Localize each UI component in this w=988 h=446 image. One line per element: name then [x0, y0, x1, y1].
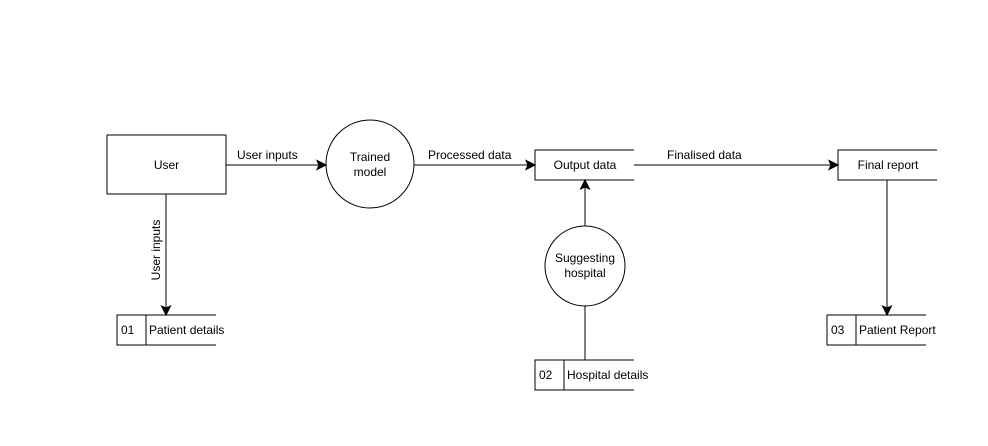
suggesting-hospital-label-line2: hospital — [564, 266, 605, 280]
suggesting-hospital-label-line1: Suggesting — [555, 251, 615, 265]
edge-user-to-patient-details[interactable]: User inputs — [149, 194, 172, 317]
edge-suggesting-to-output[interactable] — [579, 178, 591, 226]
patient-report-store[interactable]: 03 Patient Report — [826, 314, 936, 346]
user-entity-box — [106, 134, 227, 195]
final-report-store[interactable]: Final report — [837, 149, 937, 181]
trained-model-label-line1: Trained — [350, 150, 390, 164]
output-data-label: Output data — [554, 158, 617, 172]
edge-model-to-output-arrowhead — [524, 159, 537, 171]
user-entity[interactable]: User — [106, 134, 227, 195]
edge-user-to-patient-details-label: User inputs — [149, 220, 163, 281]
suggesting-hospital-process[interactable]: Suggesting hospital — [544, 225, 626, 307]
hospital-details-id: 02 — [539, 368, 553, 382]
edge-output-to-report-arrowhead — [827, 159, 840, 171]
patient-report-label: Patient Report — [859, 323, 936, 337]
edge-suggesting-to-output-arrowhead — [579, 178, 591, 191]
patient-details-id: 01 — [121, 323, 135, 337]
edge-user-to-model[interactable]: User inputs — [226, 148, 328, 171]
final-report-label: Final report — [858, 158, 919, 172]
edge-report-to-patient-report-arrowhead — [881, 304, 893, 317]
output-data-store[interactable]: Output data — [534, 149, 634, 181]
edge-user-to-model-arrowhead — [315, 159, 328, 171]
trained-model-process[interactable]: Trained model — [325, 119, 415, 209]
edge-report-to-patient-report[interactable] — [881, 180, 893, 317]
user-entity-label: User — [154, 158, 179, 172]
edge-output-to-report[interactable]: Finalised data — [634, 148, 840, 171]
edge-user-to-patient-details-arrowhead — [160, 304, 172, 317]
trained-model-circle — [325, 119, 415, 209]
patient-report-store-outline — [826, 314, 926, 346]
hospital-details-store[interactable]: 02 Hospital details — [534, 359, 648, 391]
trained-model-label-line2: model — [354, 165, 387, 179]
edge-output-to-report-label: Finalised data — [667, 148, 742, 162]
patient-details-label: Patient details — [149, 323, 224, 337]
patient-report-id: 03 — [831, 323, 845, 337]
edge-user-to-model-label: User inputs — [237, 148, 298, 162]
edge-model-to-output[interactable]: Processed data — [414, 148, 537, 171]
edge-model-to-output-label: Processed data — [428, 148, 512, 162]
patient-details-store[interactable]: 01 Patient details — [116, 314, 224, 346]
hospital-details-label: Hospital details — [567, 368, 648, 382]
